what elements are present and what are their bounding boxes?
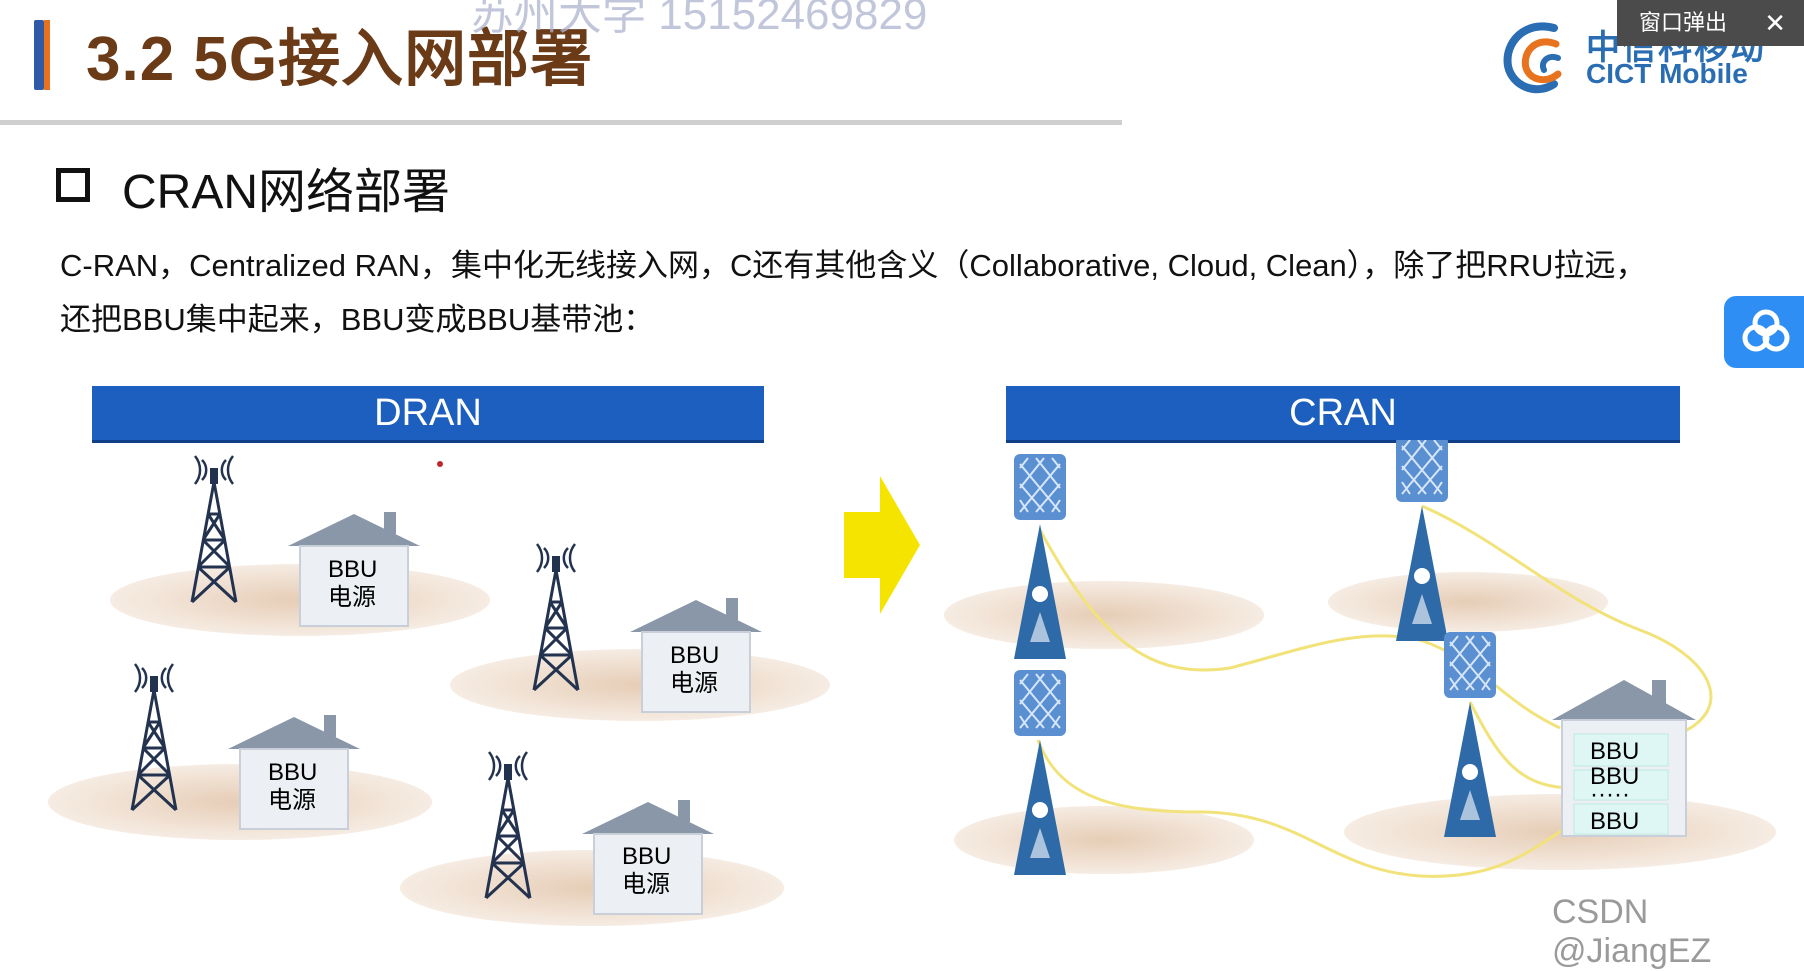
dran-power-label-3: 电源 (268, 787, 316, 814)
dran-banner: DRAN (92, 386, 764, 443)
close-icon[interactable]: ✕ (1764, 0, 1786, 46)
dran-power-label-4: 电源 (622, 871, 670, 898)
title-accent-bar (34, 20, 44, 90)
transition-arrow-icon (844, 476, 920, 614)
square-bullet-icon (56, 168, 90, 202)
dran-bbu-label-4: BBU (622, 843, 671, 870)
cran-bbu-label-3: BBU (1590, 808, 1639, 835)
dran-bbu-label-3: BBU (268, 759, 317, 786)
cict-logo-icon (1496, 14, 1582, 100)
cran-banner: CRAN (1006, 386, 1680, 443)
cloud-share-icon[interactable] (1724, 296, 1804, 368)
title-accent-bar-orange (44, 20, 50, 90)
cloud-share-button[interactable] (1724, 296, 1804, 368)
csdn-watermark: CSDN @JiangEZ (1552, 893, 1804, 971)
title-divider (0, 120, 1122, 125)
dran-bbu-label-1: BBU (328, 556, 377, 583)
watermark-top: 苏州大学 15152469829 (470, 0, 927, 42)
dran-power-label-1: 电源 (328, 584, 376, 611)
popout-label[interactable]: 窗口弹出 (1639, 0, 1727, 46)
cran-bbu-label-1: BBU (1590, 738, 1639, 765)
dran-power-label-2: 电源 (670, 670, 718, 697)
body-text-line-2: 还把BBU集中起来，BBU变成BBU基带池： (60, 294, 654, 339)
section-title: CRAN网络部署 (122, 152, 450, 222)
popout-window-button[interactable]: 窗口弹出 ✕ (1617, 0, 1804, 46)
network-diagram: BBU 电源 BBU 电源 BBU 电源 BBU 电源 BBU BBU ····… (0, 440, 1804, 940)
cran-pool-dots: ····· (1590, 781, 1630, 808)
body-text-line-1: C-RAN，Centralized RAN，集中化无线接入网，C还有其他含义（C… (60, 240, 1646, 285)
logo-text-en: CICT Mobile (1586, 58, 1748, 90)
dran-bbu-label-2: BBU (670, 642, 719, 669)
